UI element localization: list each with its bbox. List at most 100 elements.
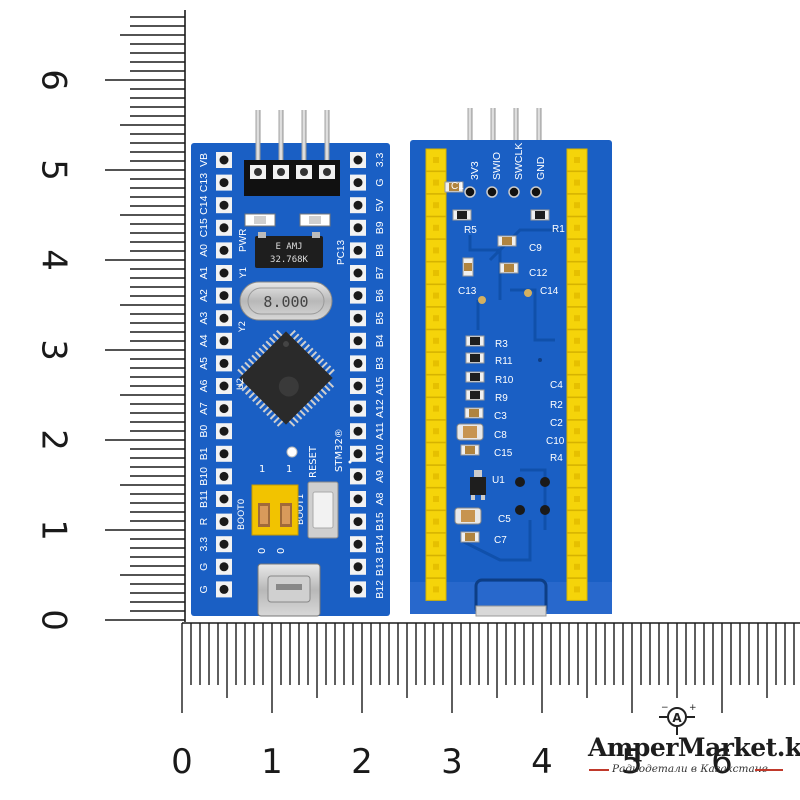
vertical-ruler-label: 3: [34, 339, 74, 361]
vertical-ruler-label: 1: [34, 519, 74, 541]
front-right-pin-label: B8: [374, 244, 386, 257]
svg-text:−: −: [661, 703, 669, 713]
watermark-brand: AmperMarket.kz: [588, 733, 800, 762]
back-top-header-pin: [490, 108, 496, 148]
front-left-pin-label: A3: [198, 312, 210, 325]
back-header-label: SWIO: [491, 152, 503, 180]
pc13-label: PC13: [336, 240, 347, 265]
front-left-pin-label: B10: [198, 467, 210, 486]
component-label: C14: [540, 286, 559, 297]
back-header-hole: [464, 186, 476, 198]
back-top-header-pin: [513, 108, 519, 148]
horizontal-ruler-label: 5: [621, 742, 643, 782]
front-right-pin-label: B15: [374, 512, 386, 531]
front-left-pin-label: 3.3: [198, 537, 210, 552]
back-top-header-pin: [536, 108, 542, 148]
component-label: C12: [529, 268, 548, 279]
front-left-pin-labels: VBC13C14C15A0A1A2A3A4A5A6A7B0B1B10B11R3.…: [198, 153, 210, 593]
front-left-pin-label: A0: [198, 244, 210, 257]
front-left-pin-label: B1: [198, 447, 210, 460]
front-right-pin-label: A10: [374, 444, 386, 463]
front-right-pin-labels: 3.3G5VB9B8B7B6B5B4B3A15A12A11A10A9A8B15B…: [374, 153, 386, 599]
front-right-pin-label: B4: [374, 334, 386, 347]
horizontal-ruler-label: 0: [171, 742, 193, 782]
front-left-pin-label: A6: [198, 379, 210, 392]
front-right-pin-column: [350, 152, 366, 598]
front-right-pin-label: B7: [374, 266, 386, 279]
front-right-pin-label: 3.3: [374, 153, 386, 168]
vertical-ruler-label: 4: [34, 249, 74, 271]
vertical-ruler-label: 2: [34, 429, 74, 451]
front-left-pin-label: A1: [198, 266, 210, 279]
front-right-pin-label: B6: [374, 289, 386, 302]
jumper-1b: 1: [286, 464, 292, 475]
component-label: C2: [550, 418, 563, 429]
front-right-pin-label: B13: [374, 557, 386, 576]
back-header-label: 3V3: [469, 161, 481, 180]
jumper-1a: 1: [259, 464, 265, 475]
reset-label: RESET: [308, 445, 319, 478]
component-label: R1: [552, 224, 565, 235]
horizontal-ruler-label: 2: [351, 742, 373, 782]
front-left-pin-label: A2: [198, 289, 210, 302]
boot0-label: BOOT0: [237, 498, 247, 530]
horizontal-ruler-label: 1: [261, 742, 283, 782]
front-left-pin-column: [216, 152, 232, 598]
horizontal-ruler-label: 4: [531, 742, 553, 782]
front-left-pin-label: C15: [198, 218, 210, 237]
front-left-pin-label: B0: [198, 425, 210, 438]
front-top-header: [244, 110, 340, 196]
front-right-pin-label: B14: [374, 535, 386, 554]
watermark-line-right: [755, 769, 783, 771]
component-label: C9: [529, 243, 542, 254]
watermark-tagline: Радиодетали в Казахстане: [612, 763, 768, 775]
front-right-pin-label: B5: [374, 312, 386, 325]
front-right-pin-label: A12: [374, 399, 386, 418]
component-label: C8: [494, 430, 507, 441]
front-top-header-pin: [255, 110, 261, 160]
front-left-pin-label: A4: [198, 334, 210, 347]
watermark-logo-letter: A: [672, 711, 682, 725]
component-label: C4: [550, 380, 563, 391]
front-left-pin-label: B11: [198, 490, 210, 508]
back-header-hole: [508, 186, 520, 198]
back-top-header-pin: [467, 108, 473, 148]
front-right-pin-label: A8: [374, 492, 386, 505]
component-label: C10: [546, 436, 565, 447]
u1-regulator: [470, 477, 486, 495]
front-left-pin-label: C14: [198, 195, 210, 214]
front-board: VBC13C14C15A0A1A2A3A4A5A6A7B0B1B10B11R3.…: [191, 110, 390, 617]
component-label: C5: [498, 514, 511, 525]
horizontal-ruler-label: 3: [441, 742, 463, 782]
component-label: R4: [550, 453, 563, 464]
front-right-pin-label: B12: [374, 580, 386, 599]
back-top-header: [467, 108, 542, 148]
boot1-label: BOOT1: [296, 494, 306, 525]
stm32-label: STM32®: [334, 428, 345, 472]
front-left-pin-label: A5: [198, 357, 210, 370]
watermark-line-left: [589, 769, 609, 771]
front-left-pin-label: G: [198, 563, 210, 571]
front-left-pin-label: VB: [198, 153, 210, 167]
front-left-pin-label: A7: [198, 402, 210, 415]
back-pcb: [410, 140, 612, 614]
svg-text:+: +: [689, 703, 697, 713]
front-right-pin-label: 5V: [374, 199, 386, 212]
horizontal-ruler: [181, 622, 800, 713]
back-header-hole: [530, 186, 542, 198]
main-crystal: [239, 281, 333, 321]
component-label: R5: [464, 225, 477, 236]
rtc-crystal-label: 32.768K: [270, 255, 309, 265]
back-header-hole: [486, 186, 498, 198]
front-right-pin-label: A15: [374, 377, 386, 396]
back-usb-edge: [475, 605, 547, 617]
component-label: R10: [495, 375, 514, 386]
jumper-0b: 0: [276, 548, 287, 554]
watermark-logo-icon: A − +: [659, 703, 697, 735]
